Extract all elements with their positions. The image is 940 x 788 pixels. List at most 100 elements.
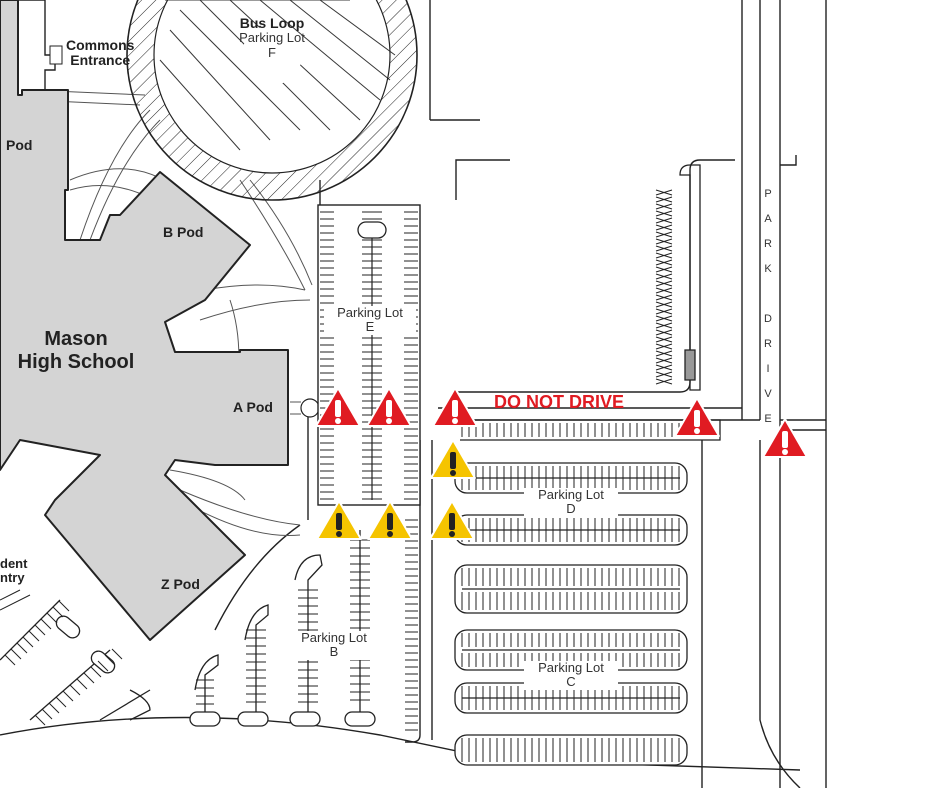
parking-stripe bbox=[655, 315, 673, 322]
parking-stripe bbox=[83, 672, 95, 684]
student-entry-line1: dent bbox=[0, 556, 28, 571]
park-drive-letter: K bbox=[764, 263, 772, 275]
east-lot bbox=[655, 164, 701, 391]
parking-stripe bbox=[655, 350, 673, 357]
b-pod-label: B Pod bbox=[163, 224, 204, 240]
lot-b-line2: B bbox=[329, 644, 339, 660]
parking-stripe bbox=[10, 648, 22, 660]
parking-stripe bbox=[34, 714, 46, 726]
parking-stripe bbox=[655, 231, 673, 238]
parking-stripe bbox=[90, 666, 102, 678]
park-drive-letter: P bbox=[764, 188, 772, 200]
school-name-line1: Mason bbox=[44, 328, 108, 350]
a-pod-label: A Pod bbox=[233, 399, 273, 415]
parking-stripe bbox=[655, 322, 673, 329]
parking-stripe bbox=[655, 364, 673, 371]
parking-stripe bbox=[40, 618, 52, 630]
parking-stripe bbox=[104, 654, 116, 666]
park-drive-letter: D bbox=[764, 313, 772, 325]
school-name-line2: High School bbox=[17, 351, 135, 373]
bus-loop-lot-f bbox=[126, 0, 418, 201]
lot-f-line2: F bbox=[268, 44, 276, 60]
warning-triangle-yellow-icon bbox=[316, 500, 362, 540]
parking-stripe bbox=[655, 357, 673, 364]
commons-entrance-label: Commons Entrance bbox=[66, 37, 135, 69]
parking-stripe bbox=[22, 636, 34, 648]
warning-triangle-yellow-icon bbox=[430, 439, 476, 479]
park-drive-letter: A bbox=[764, 213, 772, 225]
parking-lot-southwest bbox=[0, 589, 151, 726]
student-entry-label: dent ntry bbox=[0, 556, 28, 586]
commons-line2: Entrance bbox=[70, 52, 131, 69]
parking-stripe bbox=[655, 308, 673, 315]
parking-stripe bbox=[655, 196, 673, 203]
lot-f-line1: Parking Lot bbox=[239, 30, 305, 46]
parking-stripe bbox=[655, 280, 673, 287]
lot-e-line2: E bbox=[365, 319, 375, 335]
parking-stripe bbox=[655, 259, 673, 266]
parking-stripe bbox=[655, 294, 673, 301]
lot-e-line1: Parking Lot bbox=[337, 305, 403, 320]
z-pod-label: Z Pod bbox=[161, 576, 200, 592]
school-name: Mason High School bbox=[5, 328, 147, 374]
parking-stripe bbox=[655, 301, 673, 308]
parking-stripe bbox=[655, 224, 673, 231]
parking-stripe bbox=[52, 606, 64, 618]
parking-lot-d-c bbox=[454, 419, 721, 766]
lot-c-label: Parking Lot C bbox=[524, 660, 618, 690]
parking-stripe bbox=[655, 266, 673, 273]
parking-stripe bbox=[655, 378, 673, 385]
parking-stripe bbox=[655, 273, 673, 280]
parking-stripe bbox=[58, 600, 70, 612]
lot-e-label: Parking Lot E bbox=[324, 305, 416, 335]
pod-label-top: Pod bbox=[6, 137, 33, 153]
parking-stripe bbox=[655, 189, 673, 196]
parking-stripe bbox=[655, 329, 673, 336]
parking-stripe bbox=[655, 371, 673, 378]
lot-d-line1: Parking Lot bbox=[538, 487, 604, 502]
park-drive-letter: E bbox=[764, 413, 772, 425]
park-drive-letter: R bbox=[764, 338, 772, 350]
parking-stripe bbox=[62, 690, 74, 702]
warning-triangle-yellow-icon bbox=[367, 500, 413, 540]
parking-stripe bbox=[655, 210, 673, 217]
warning-triangle-red-icon bbox=[432, 387, 478, 427]
do-not-drive-label: DO NOT DRIVE bbox=[494, 392, 625, 412]
parking-lot-b bbox=[189, 519, 418, 731]
lot-b-line1: Parking Lot bbox=[301, 630, 367, 645]
park-drive-letter: V bbox=[764, 388, 772, 400]
parking-stripe bbox=[655, 238, 673, 245]
parking-stripe bbox=[655, 252, 673, 259]
warning-triangle-red-icon bbox=[315, 387, 361, 427]
parking-stripe bbox=[46, 612, 58, 624]
warning-triangle-red-icon bbox=[762, 418, 808, 458]
parking-stripe bbox=[34, 624, 46, 636]
warning-triangle-red-icon bbox=[366, 387, 412, 427]
parking-stripe bbox=[48, 702, 60, 714]
park-drive-letter: I bbox=[766, 363, 770, 375]
parking-stripe bbox=[655, 287, 673, 294]
school-building bbox=[0, 0, 289, 641]
parking-stripe bbox=[655, 245, 673, 252]
lot-d-line2: D bbox=[566, 501, 576, 517]
lot-f-label: Bus Loop Parking Lot F bbox=[224, 15, 320, 60]
parking-stripe bbox=[76, 678, 88, 690]
lot-c-line1: Parking Lot bbox=[538, 660, 604, 675]
parking-stripe bbox=[55, 696, 67, 708]
lot-d-label: Parking Lot D bbox=[524, 487, 618, 517]
student-entry-line2: ntry bbox=[0, 570, 25, 586]
parking-stripe bbox=[97, 660, 109, 672]
parking-stripe bbox=[111, 648, 123, 660]
warning-triangle-red-icon bbox=[674, 397, 720, 437]
parking-stripe bbox=[655, 217, 673, 224]
parking-stripe bbox=[69, 684, 81, 696]
parking-stripe bbox=[16, 642, 28, 654]
warning-triangle-yellow-icon bbox=[429, 500, 475, 540]
commons-line1: Commons bbox=[66, 37, 135, 53]
parking-stripe bbox=[655, 336, 673, 343]
parking-stripe bbox=[655, 343, 673, 350]
parking-stripe bbox=[655, 203, 673, 210]
lot-b-label: Parking Lot B bbox=[288, 630, 380, 660]
